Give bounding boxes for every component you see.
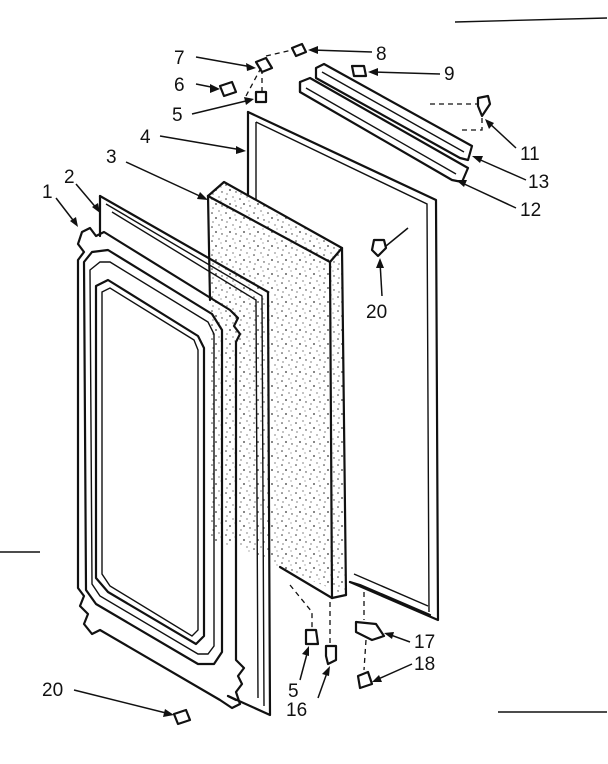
callout-8: 8	[376, 44, 387, 65]
callout-17: 17	[414, 632, 435, 653]
part-20-screw-right	[370, 238, 388, 258]
callout-9: 9	[444, 64, 455, 85]
part-1-outer-door-panel	[76, 226, 246, 710]
part-5-bushing-bottom	[304, 628, 320, 646]
hinge-bottom-centerline	[289, 584, 367, 671]
part-2-door-gasket	[98, 194, 272, 717]
part-20-screw-bottom	[172, 708, 192, 726]
part-6-shim	[218, 80, 238, 98]
callout-12: 12	[520, 200, 541, 221]
part-17-hinge-bracket-bottom	[354, 620, 386, 642]
callout-11: 11	[520, 144, 540, 165]
callout-4: 4	[140, 127, 151, 148]
part-7-hinge-bracket	[254, 56, 274, 74]
part-9-rail-clip	[350, 64, 368, 78]
part-13-top-rail-short	[314, 62, 474, 162]
callout-5-bottom: 5	[288, 681, 299, 702]
callout-2: 2	[64, 167, 75, 188]
part-16-screw	[324, 644, 338, 666]
leader-lines	[55, 46, 527, 717]
callout-13: 13	[528, 172, 549, 193]
callout-18: 18	[414, 654, 435, 675]
part-11-screw	[476, 94, 492, 118]
callout-3: 3	[106, 147, 117, 168]
callout-5-top: 5	[172, 105, 183, 126]
callout-20-right: 20	[366, 302, 387, 323]
part-18-screw	[356, 670, 374, 690]
callout-7: 7	[174, 48, 185, 69]
rail-centerline	[430, 103, 483, 131]
callout-6: 6	[174, 75, 185, 96]
part-5-bushing-top	[254, 90, 268, 104]
hinge-top-centerline	[245, 49, 293, 97]
scan-mark-top	[454, 17, 608, 23]
callout-1: 1	[42, 182, 53, 203]
part-8-screw	[290, 42, 308, 58]
part-3-foam-insulation	[206, 180, 348, 600]
callout-20-bottom: 20	[42, 680, 63, 701]
callout-16: 16	[286, 700, 307, 721]
